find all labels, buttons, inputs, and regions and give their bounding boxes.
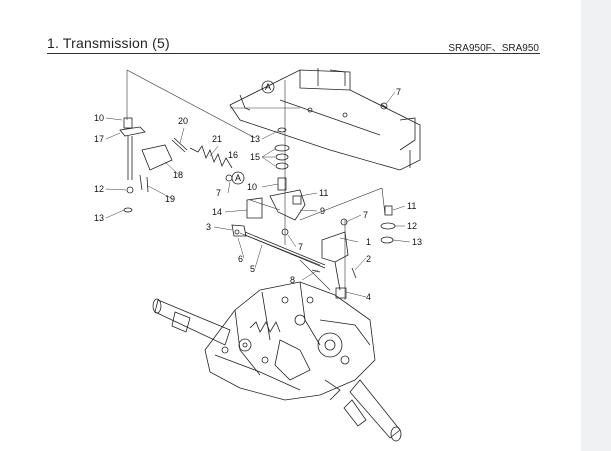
model-label: SRA950F、SRA950 bbox=[448, 43, 539, 54]
callout: 7 bbox=[298, 242, 303, 252]
callout: 17 bbox=[94, 134, 104, 144]
callout: 18 bbox=[173, 170, 183, 180]
center-shaft-stack bbox=[225, 127, 306, 236]
callout: 13 bbox=[94, 213, 104, 223]
callout: 13 bbox=[250, 134, 260, 144]
callout: 6 bbox=[238, 254, 243, 264]
callout: 10 bbox=[247, 182, 257, 192]
callout: 19 bbox=[165, 194, 175, 204]
transmission-body bbox=[152, 281, 402, 442]
callout: 13 bbox=[412, 237, 422, 247]
callout: 14 bbox=[212, 207, 222, 217]
callout: 1 bbox=[366, 237, 371, 247]
reference-mark: A bbox=[235, 173, 241, 183]
callout: 7 bbox=[363, 210, 368, 220]
callout: 11 bbox=[319, 188, 328, 198]
callout: 9 bbox=[320, 206, 325, 216]
callout: 15 bbox=[250, 152, 260, 162]
page-title: 1. Transmission (5) bbox=[47, 35, 170, 51]
callout: 10 bbox=[94, 113, 104, 123]
left-lever-assembly bbox=[119, 117, 188, 213]
exploded-view-diagram: A A 1 2 3 4 5 6 7 7 7 7 8 9 10 10 11 11 … bbox=[94, 68, 422, 442]
callout: 4 bbox=[366, 292, 371, 302]
side-panel bbox=[581, 0, 611, 451]
callout-labels: 1 2 3 4 5 6 7 7 7 7 8 9 10 10 11 11 12 1… bbox=[94, 87, 422, 302]
reference-mark: A bbox=[265, 82, 271, 92]
right-lever-assembly bbox=[311, 205, 396, 299]
callout: 8 bbox=[290, 275, 295, 285]
callout: 2 bbox=[366, 254, 371, 264]
callout: 16 bbox=[228, 150, 238, 160]
callout-leaders bbox=[105, 91, 411, 298]
spring-21 bbox=[189, 145, 233, 169]
callout: 7 bbox=[396, 87, 401, 97]
reference-marks: A A bbox=[231, 80, 275, 185]
callout: 12 bbox=[94, 184, 104, 194]
rod-5 bbox=[231, 224, 326, 269]
header-rule bbox=[47, 53, 540, 54]
hardware-parts bbox=[380, 102, 388, 110]
callout: 12 bbox=[407, 221, 417, 231]
callout: 21 bbox=[212, 134, 222, 144]
callout: 11 bbox=[407, 201, 416, 211]
callout: 20 bbox=[178, 116, 188, 126]
callout: 7 bbox=[216, 188, 221, 198]
frame-bracket bbox=[229, 68, 421, 171]
callout: 5 bbox=[250, 264, 255, 274]
callout: 3 bbox=[206, 222, 211, 232]
